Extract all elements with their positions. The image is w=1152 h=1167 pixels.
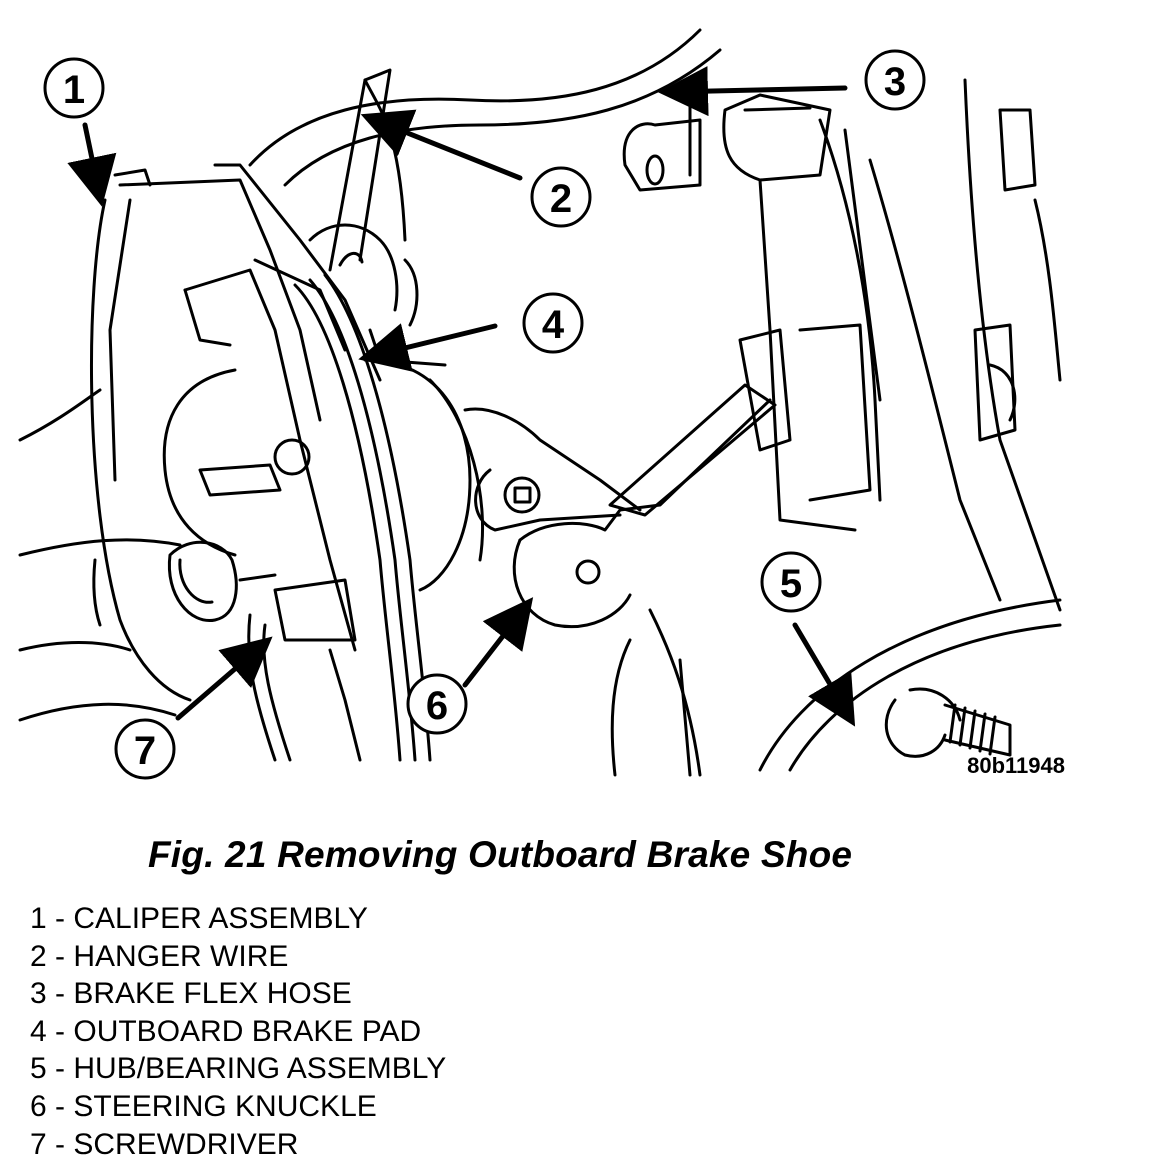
legend-number: 3 (30, 977, 47, 1011)
callout-number-7: 7 (134, 729, 156, 773)
legend-number: 4 (30, 1014, 47, 1048)
callout-1: 1 (43, 57, 105, 119)
rotor-drawing (308, 223, 1062, 772)
legend-label: SCREWDRIVER (73, 1127, 299, 1161)
brake-illustration: 1 2 3 4 5 6 7 80b11948 (18, 28, 1065, 780)
legend-separator: - (46, 1014, 74, 1048)
caliper-assembly-drawing (89, 163, 382, 702)
callout-number-3: 3 (884, 60, 906, 104)
legend-number: 1 (30, 902, 47, 935)
arrow-7 (175, 636, 273, 721)
legend-number: 5 (30, 1052, 47, 1086)
legend-label: BRAKE FLEX HOSE (73, 977, 352, 1011)
arrow-5 (792, 622, 856, 727)
figure-caption: Fig. 21 Removing Outboard Brake Shoe (148, 834, 853, 875)
brake-flex-hose-drawing (248, 28, 722, 187)
legend-list: 1 - CALIPER ASSEMBLY 2 - HANGER WIRE 3 -… (30, 900, 446, 1163)
legend-label: STEERING KNUCKLE (73, 1089, 377, 1123)
arrow-3 (658, 66, 848, 117)
legend-item: 5 - HUB/BEARING ASSEMBLY (30, 1050, 446, 1088)
hand-drawing (18, 388, 277, 722)
callout-circles: 1 2 3 4 5 6 7 (43, 49, 926, 780)
legend-number: 2 (30, 939, 47, 973)
legend-separator: - (46, 977, 74, 1011)
legend-item: 7 - SCREWDRIVER (30, 1126, 446, 1164)
callout-number-4: 4 (542, 303, 565, 347)
legend-item: 3 - BRAKE FLEX HOSE (30, 975, 446, 1013)
legend-number: 6 (30, 1089, 47, 1123)
legend-separator: - (46, 939, 74, 973)
callout-5: 5 (760, 551, 822, 613)
legend-label: CALIPER ASSEMBLY (73, 902, 368, 935)
arrow-2 (360, 109, 523, 181)
legend-separator: - (46, 1089, 74, 1123)
arrow-1 (67, 122, 117, 207)
legend-number: 7 (30, 1127, 47, 1161)
steering-knuckle-drawing (463, 93, 1002, 777)
callout-number-2: 2 (550, 177, 572, 221)
bolt-drawing (884, 687, 1012, 758)
legend-item: 2 - HANGER WIRE (30, 938, 446, 976)
legend-item: 4 - OUTBOARD BRAKE PAD (30, 1013, 446, 1051)
legend-label: HANGER WIRE (73, 939, 289, 973)
callout-4: 4 (522, 292, 584, 354)
callout-number-6: 6 (426, 684, 448, 728)
legend-separator: - (46, 902, 74, 935)
screwdriver-drawing (247, 613, 362, 762)
callout-7: 7 (114, 718, 176, 780)
callout-number-5: 5 (780, 562, 802, 606)
line-art (18, 28, 1062, 777)
legend-label: HUB/BEARING ASSEMBLY (73, 1052, 447, 1086)
legend-separator: - (46, 1127, 74, 1161)
arrow-6 (462, 597, 534, 688)
legend-separator: - (46, 1052, 74, 1086)
drawing-id: 80b11948 (967, 753, 1065, 778)
callout-number-1: 1 (63, 68, 85, 112)
legend-item: 1 - CALIPER ASSEMBLY (30, 900, 446, 938)
legend-label: OUTBOARD BRAKE PAD (73, 1014, 422, 1048)
legend-item: 6 - STEERING KNUCKLE (30, 1088, 446, 1126)
strut-drawing (963, 78, 1062, 612)
callout-2: 2 (530, 166, 592, 228)
callout-6: 6 (406, 673, 468, 735)
leader-arrows (67, 66, 856, 727)
callout-3: 3 (864, 49, 926, 111)
arrow-4 (358, 323, 498, 372)
